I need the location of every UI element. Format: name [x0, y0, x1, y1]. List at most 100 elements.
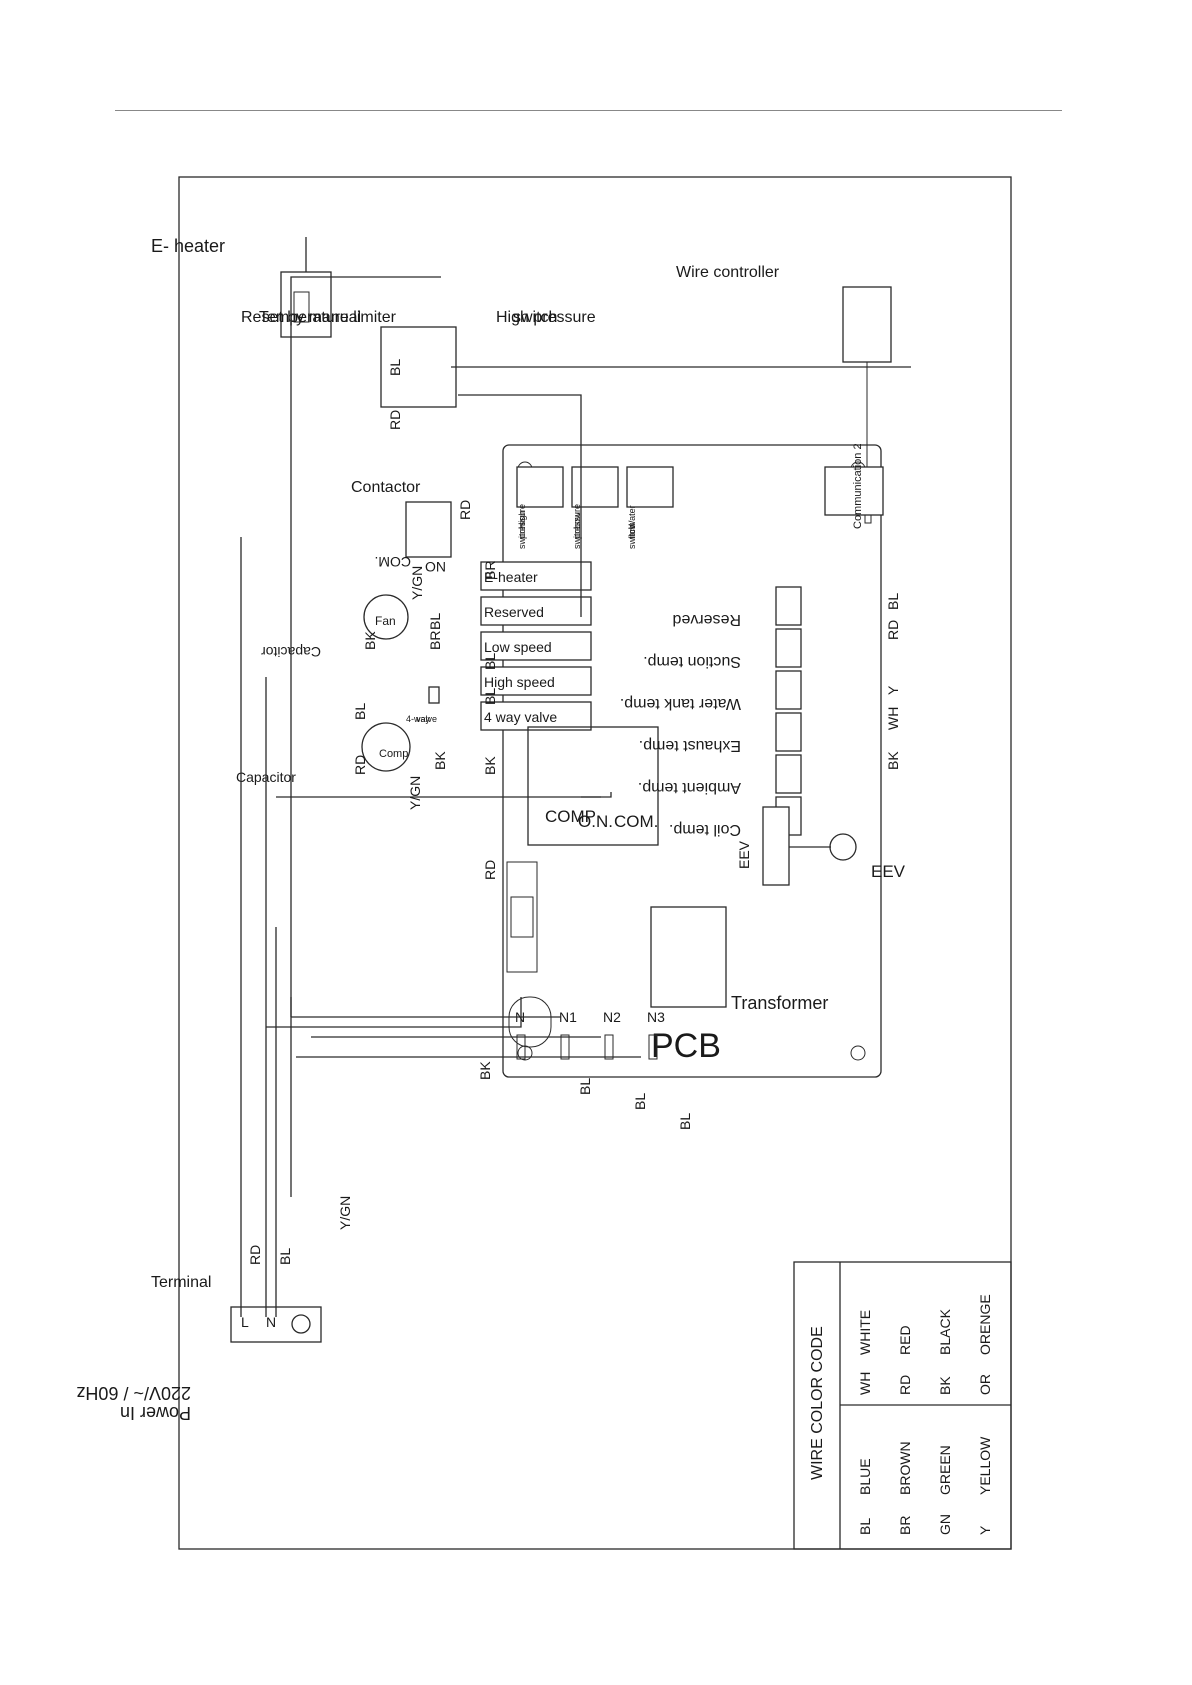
wire-color-label: BL: [482, 653, 498, 670]
comp-block-com: COM.: [614, 812, 658, 831]
wire-color-label: BK: [482, 756, 498, 775]
color-code-abbr: BK: [937, 1376, 953, 1395]
wire-color-label: BL: [387, 359, 403, 376]
color-code-name: BROWN: [897, 1441, 913, 1495]
wire-color-label: BL: [352, 703, 368, 720]
pcb-oval-part: [508, 996, 552, 1048]
terminal-pin-l: L: [241, 1314, 249, 1330]
compressor: [361, 722, 411, 772]
relay-label: High speed: [484, 674, 555, 690]
relay-box: [480, 631, 592, 661]
switch-port-label: pressure: [572, 504, 582, 539]
sensor-port: [775, 628, 802, 668]
color-code-abbr: WH: [857, 1372, 873, 1395]
wire-color-code-title: WIRE COLOR CODE: [809, 1326, 826, 1480]
limiter-label-2: Temperature limiter: [259, 309, 397, 326]
color-code-abbr: GN: [937, 1514, 953, 1535]
wire-color-label: Y/GN: [409, 566, 425, 600]
terminal-label: Terminal: [151, 1274, 211, 1291]
comp-block-title: COMP: [545, 807, 596, 826]
fan-motor: [363, 594, 409, 640]
switch-port-label: switch: [517, 524, 527, 549]
wire-controller: [842, 286, 892, 363]
transformer-label: Transformer: [731, 993, 828, 1013]
communication-label: Communication 2: [852, 443, 864, 529]
ground-icon: [291, 1314, 311, 1334]
four-way-valve-label-2: valve: [416, 714, 437, 724]
wire-color-label: WH: [885, 707, 901, 730]
pcb-mount-hole: [850, 1045, 866, 1061]
wire-color-label: BL: [632, 1093, 648, 1110]
contactor: [405, 501, 452, 558]
wire-color-label: BR: [427, 631, 443, 650]
sensor-label: Reserved: [673, 611, 741, 628]
fan-label: Fan: [375, 614, 396, 628]
switch-port-label: switch: [627, 524, 637, 549]
color-code-abbr: OR: [977, 1374, 993, 1395]
relay-label: E-heater: [484, 569, 538, 585]
relay-label: Low speed: [484, 639, 552, 655]
wire-color-label: Y/GN: [337, 1196, 353, 1230]
wire-ground-loop: [290, 276, 441, 1197]
pcb-terminal-label: N2: [603, 1009, 621, 1025]
sensor-label: Suction temp.: [643, 653, 741, 670]
wire-color-label: BK: [477, 1061, 493, 1080]
four-way-valve-label-1: 4-way: [406, 714, 431, 724]
relay-box: [480, 596, 592, 626]
color-code-abbr: BR: [897, 1516, 913, 1535]
eev-port: [762, 806, 790, 886]
e-heater-label: E- heater: [151, 236, 225, 256]
comp-relay-block: [527, 726, 659, 846]
color-code-name: ORENGE: [977, 1294, 993, 1355]
relay-box: [480, 666, 592, 696]
switch-port: [516, 466, 564, 508]
pcb-terminal: [560, 1034, 570, 1060]
power-in-label: Power In: [120, 1403, 191, 1423]
color-code-abbr: Y: [977, 1525, 993, 1535]
wire-comp-com: [276, 792, 612, 798]
switch-port-label: High: [517, 510, 527, 529]
pcb-fuse: [506, 861, 538, 973]
relay-label: 4 way valve: [484, 709, 557, 725]
four-way-valve: [428, 686, 440, 704]
wire-color-label: RD: [247, 1245, 263, 1265]
color-code-name: GREEN: [937, 1445, 953, 1495]
wire-e-heater-contactor: [458, 394, 582, 617]
sensor-port: [775, 586, 802, 626]
sensor-port: [775, 712, 802, 752]
switch-port-label: flow: [627, 522, 637, 539]
pcb-terminal: [604, 1034, 614, 1060]
pcb-label: PCB: [651, 1027, 721, 1065]
switch-port: [571, 466, 619, 508]
color-code-name: YELLOW: [977, 1436, 993, 1495]
wire-color-code-table: WIRE COLOR CODE BLBLUEBRBROWNGNGREENYYEL…: [793, 1261, 1012, 1550]
color-code-name: BLACK: [937, 1308, 953, 1355]
relay-box: [480, 701, 592, 731]
wire-color-label: BK: [362, 631, 378, 650]
comp-label: Comp: [379, 748, 408, 760]
eev-port-label: EEV: [736, 840, 752, 869]
wire-color-label: RD: [352, 755, 368, 775]
sensor-port: [775, 670, 802, 710]
wire-n-bk: [266, 997, 522, 1028]
pcb-terminal-label: N1: [559, 1009, 577, 1025]
eev-label: EEV: [871, 862, 906, 881]
sensor-label: Exhaust temp.: [639, 737, 741, 754]
e-heater: [280, 271, 332, 338]
color-code-name: RED: [897, 1325, 913, 1355]
wire-color-label: RD: [457, 500, 473, 520]
wire-color-label: RD: [387, 410, 403, 430]
sensor-label: Ambient temp.: [638, 779, 741, 796]
wire-color-label: BK: [432, 751, 448, 770]
eev-valve: [829, 833, 857, 861]
wire-color-label: BL: [677, 1113, 693, 1130]
wire-color-label: BL: [577, 1078, 593, 1095]
hp-switch-label-2: switch: [513, 309, 557, 326]
pcb-terminal-label: N3: [647, 1009, 665, 1025]
pcb-terminal: [516, 1034, 526, 1060]
contactor-no: NO: [425, 559, 446, 575]
communication-port: [824, 466, 884, 516]
relay-label: Reserved: [484, 604, 544, 620]
relay-box: [480, 561, 592, 591]
sensor-port: [775, 754, 802, 794]
